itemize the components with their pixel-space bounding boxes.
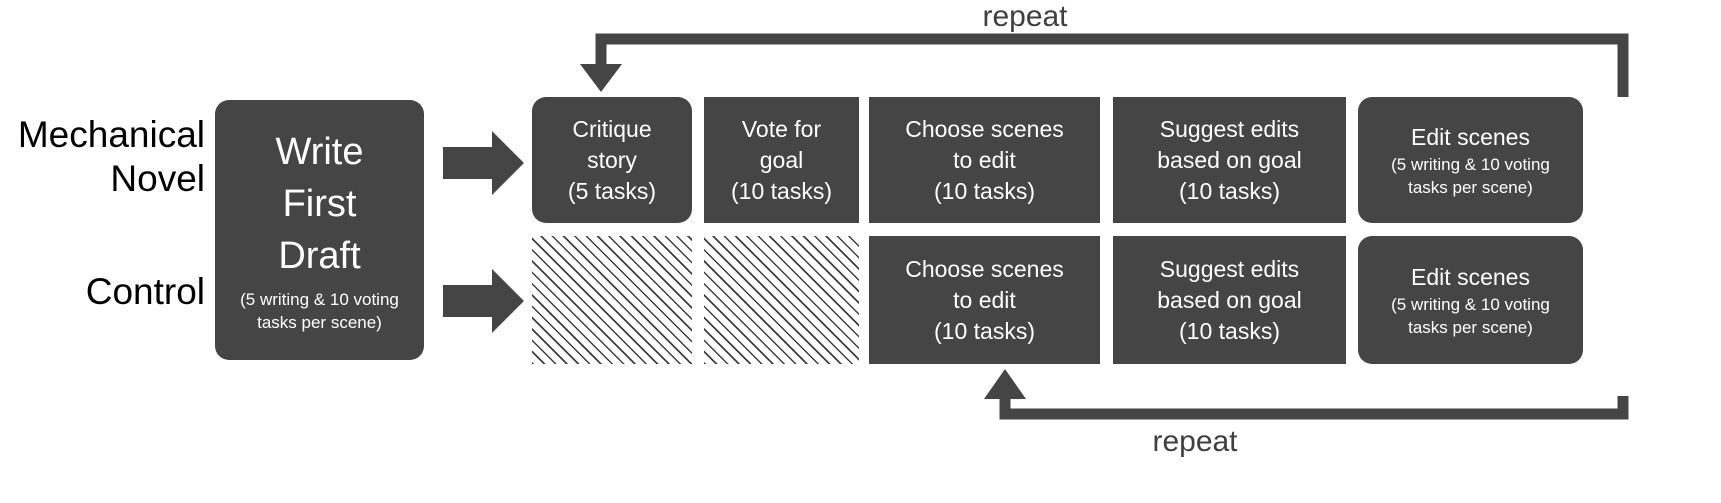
row-label-control: Control [85,271,205,312]
node-subtitle: (10 tasks) [934,177,1035,204]
node-suggest-edits-top: Suggest edits based on goal (10 tasks) [1113,97,1346,223]
node-title: Write First Draft [275,131,364,277]
node-choose-scenes-to-edit-bottom: Choose scenes to edit (10 tasks) [869,236,1100,364]
node-title: Choose scenes to edit [905,115,1064,173]
node-subtitle: (10 tasks) [934,317,1035,344]
node-edit-scenes-top: Edit scenes (5 writing & 10 voting tasks… [1358,97,1583,223]
node-title: Suggest edits based on goal [1157,115,1302,173]
node-subtitle: (5 writing & 10 voting tasks per scene) [1391,294,1550,337]
node-vote-for-goal: Vote for goal (10 tasks) [704,97,859,223]
node-title: Edit scenes [1411,263,1530,290]
repeat-loop-top [595,33,1629,97]
arrow-to-top-row [443,131,524,195]
node-title: Vote for goal [741,115,822,173]
node-subtitle: (10 tasks) [1179,317,1280,344]
node-critique-story: Critique story (5 tasks) [532,97,692,223]
node-subtitle: (5 writing & 10 voting tasks per scene) [240,290,399,332]
node-title: Critique story [572,115,652,173]
node-subtitle: (5 tasks) [567,177,657,204]
node-edit-scenes-bottom: Edit scenes (5 writing & 10 voting tasks… [1358,236,1583,364]
repeat-loop-bottom-arrowhead [984,369,1026,399]
node-subtitle: (10 tasks) [731,177,832,204]
node-choose-scenes-to-edit-top: Choose scenes to edit (10 tasks) [869,97,1100,223]
node-write-first-draft: Write First Draft (5 writing & 10 voting… [215,100,424,360]
repeat-label-bottom: repeat [1152,425,1238,458]
repeat-label-top: repeat [982,0,1068,33]
row-label-mechanical-novel: Mechanical Novel [17,114,205,199]
node-placeholder-critique-story [532,236,692,364]
node-title: Suggest edits based on goal [1157,255,1302,313]
node-title: Choose scenes to edit [905,255,1064,313]
node-subtitle: (10 tasks) [1179,177,1280,204]
repeat-loop-bottom [999,396,1629,420]
node-suggest-edits-bottom: Suggest edits based on goal (10 tasks) [1113,236,1346,364]
node-subtitle: (5 writing & 10 voting tasks per scene) [1391,154,1550,197]
arrow-to-bottom-row [443,269,524,333]
repeat-loop-top-arrowhead [580,64,622,92]
node-title: Edit scenes [1411,123,1530,150]
node-placeholder-vote-for-goal [704,236,859,364]
